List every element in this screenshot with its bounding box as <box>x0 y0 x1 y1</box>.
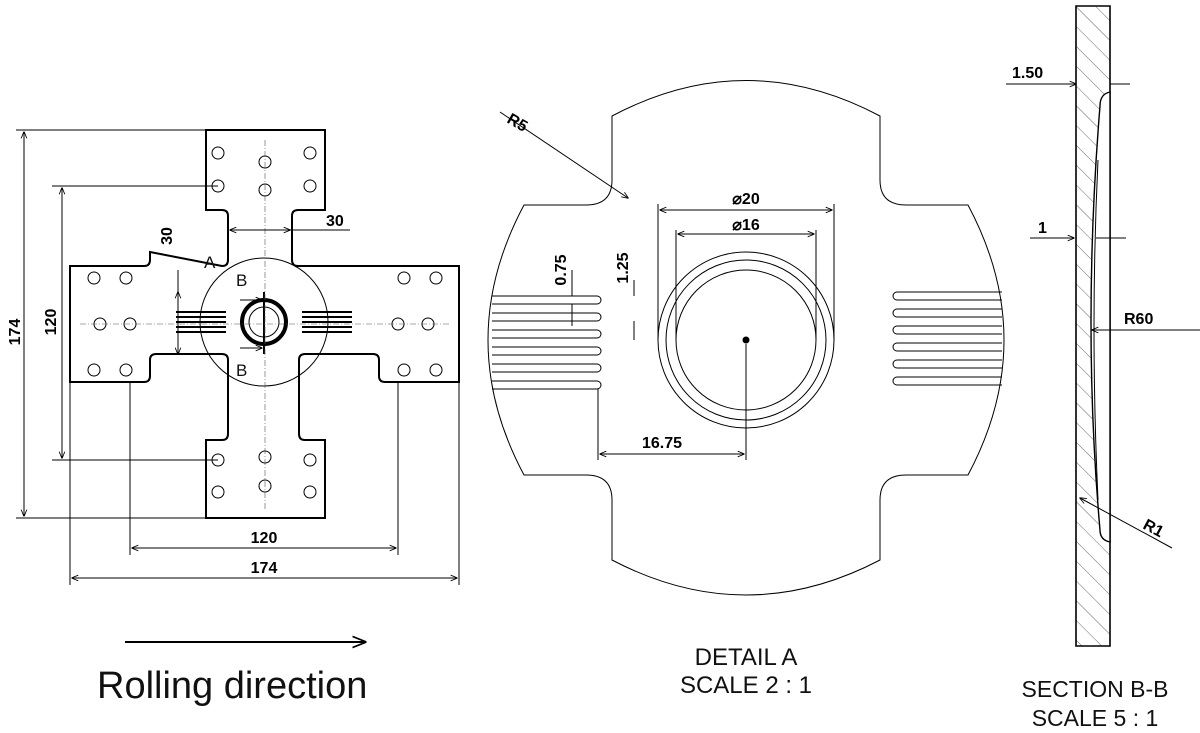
dim-slot-pitch: 1.25 <box>615 252 632 283</box>
dim-radius-r5: R5 <box>504 111 530 136</box>
slots-left <box>176 311 226 333</box>
label-section-b-bottom: B <box>236 361 247 380</box>
rolling-direction-label: Rolling direction <box>97 665 367 707</box>
detail-slots-left <box>492 295 602 390</box>
detail-slots-right <box>892 291 1002 386</box>
dim-radius-r60: R60 <box>1124 311 1153 328</box>
dim-height-outer: 174 <box>7 319 24 346</box>
main-view: 174 120 30 30 120 174 A B B <box>7 129 460 585</box>
dim-width-inner: 120 <box>251 530 278 547</box>
section-bb-caption-line1: SECTION B-B <box>1022 676 1169 702</box>
section-bb-caption-line2: SCALE 5 : 1 <box>1032 705 1159 731</box>
section-bb-view: 1.50 1 R60 R1 SECTION B-B SCALE 5 : 1 <box>1006 5 1200 731</box>
dim-slot-width: 0.75 <box>553 254 570 285</box>
detail-outline <box>487 80 1005 596</box>
label-section-b-top: B <box>236 271 247 290</box>
label-detail-a: A <box>204 253 216 272</box>
dim-offset: 16.75 <box>642 435 682 452</box>
dim-thickness: 1.50 <box>1012 65 1043 82</box>
dim-dia-outer: ⌀20 <box>732 191 760 208</box>
slots-right <box>302 311 352 333</box>
detail-a-view: ⌀20 ⌀16 R5 0.75 1.25 16.75 DETAIL A SCAL… <box>487 80 1005 699</box>
dim-height-inner: 120 <box>43 309 60 336</box>
dim-arm-height: 30 <box>159 227 176 245</box>
rolling-direction: Rolling direction <box>97 642 367 707</box>
dim-depth: 1 <box>1038 220 1047 237</box>
detail-center-point <box>742 336 750 344</box>
holes-top-arm <box>211 146 317 197</box>
dim-arm-width: 30 <box>326 213 344 230</box>
dim-dia-inner: ⌀16 <box>732 217 760 234</box>
detail-a-caption-line1: DETAIL A <box>695 644 798 671</box>
dim-radius-r1: R1 <box>1140 517 1166 542</box>
specimen-outline <box>69 129 460 519</box>
dim-width-outer: 174 <box>251 560 278 577</box>
detail-a-caption-line2: SCALE 2 : 1 <box>680 672 812 699</box>
holes-bottom-arm <box>211 450 317 499</box>
